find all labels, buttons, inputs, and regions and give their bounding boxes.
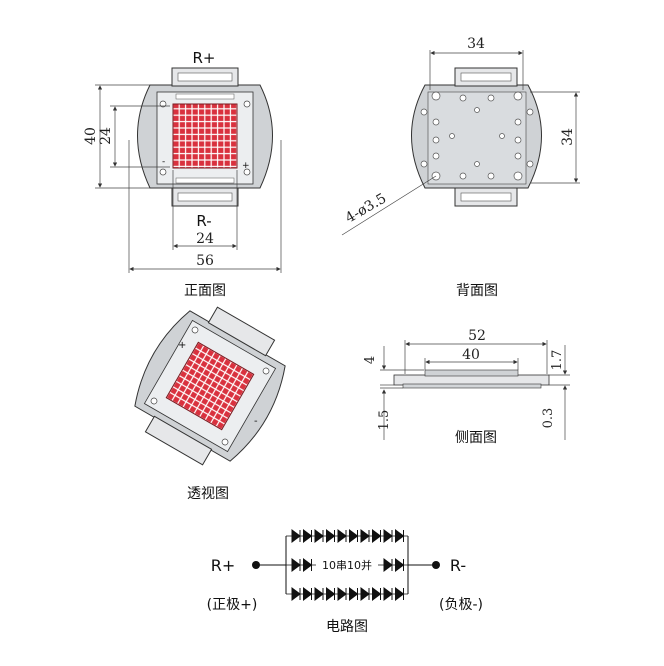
back-view-caption: 背面图 bbox=[456, 283, 498, 299]
perspective-led-array bbox=[165, 341, 255, 431]
diode-icon bbox=[360, 529, 370, 543]
front-bottom-label: R- bbox=[196, 212, 211, 230]
circuit-right-label: R- bbox=[450, 556, 466, 575]
side-dim-right-bottom: 0.3 bbox=[541, 408, 556, 429]
perspective-view-caption: 透视图 bbox=[187, 486, 229, 502]
diode-icon bbox=[314, 587, 324, 601]
front-dim-height-outer: 40 bbox=[83, 127, 99, 145]
circuit-caption: 电路图 bbox=[326, 619, 368, 635]
diode-icon bbox=[372, 529, 382, 543]
diode-icon bbox=[326, 529, 336, 543]
diode-icon bbox=[337, 587, 347, 601]
front-plus-mark: + bbox=[242, 161, 250, 171]
diode-icon bbox=[383, 587, 393, 601]
side-dim-right-top: 1.7 bbox=[550, 350, 565, 371]
circuit-left-sub: (正极+) bbox=[207, 597, 258, 613]
diode-icon bbox=[395, 558, 405, 572]
circuit-left-label: R+ bbox=[211, 556, 236, 575]
perspective-view bbox=[134, 306, 286, 466]
diode-icon bbox=[360, 587, 370, 601]
front-top-label: R+ bbox=[193, 49, 216, 67]
back-dim-height: 34 bbox=[560, 128, 576, 146]
side-dim-base: 1.5 bbox=[377, 410, 392, 431]
side-view-caption: 侧面图 bbox=[455, 430, 497, 446]
front-dim-width-inner: 24 bbox=[196, 231, 214, 247]
diode-icon bbox=[314, 529, 324, 543]
front-view: - + R+ R- 40 24 24 56 正面图 bbox=[83, 49, 282, 299]
diode-icon bbox=[349, 587, 359, 601]
diode-icon bbox=[372, 587, 382, 601]
back-view: 34 34 4-ø3.5 背面图 bbox=[341, 36, 580, 299]
back-hole-note: 4-ø3.5 bbox=[343, 191, 389, 227]
diode-icon bbox=[303, 529, 313, 543]
front-dim-width-outer: 56 bbox=[196, 253, 214, 269]
diode-icon bbox=[395, 529, 405, 543]
circuit-right-sub: (负极-) bbox=[439, 597, 483, 613]
side-dim-outer-width: 52 bbox=[468, 328, 486, 344]
diode-icon bbox=[326, 587, 336, 601]
diode-icon bbox=[291, 558, 301, 572]
side-dim-height: 4 bbox=[363, 356, 378, 364]
perspective-plus-mark: + bbox=[178, 340, 186, 351]
diode-icon bbox=[291, 529, 301, 543]
diode-icon bbox=[395, 587, 405, 601]
front-led-array bbox=[172, 103, 238, 169]
front-view-caption: 正面图 bbox=[184, 283, 226, 299]
diode-array bbox=[291, 529, 405, 601]
diode-icon bbox=[291, 587, 301, 601]
diode-icon bbox=[349, 529, 359, 543]
diode-icon bbox=[303, 558, 313, 572]
back-dim-width: 34 bbox=[467, 36, 485, 52]
diode-icon bbox=[303, 587, 313, 601]
side-body bbox=[393, 374, 550, 386]
side-dim-inner-width: 40 bbox=[462, 347, 480, 363]
diode-icon bbox=[337, 529, 347, 543]
diode-icon bbox=[383, 558, 393, 572]
front-minus-mark: - bbox=[162, 157, 165, 167]
diode-icon bbox=[383, 529, 393, 543]
circuit-diagram: R+ R- 10串10并 (正极+) (负极-) 电路图 bbox=[207, 529, 483, 635]
front-dim-height-inner: 24 bbox=[98, 127, 114, 145]
perspective-minus-mark: - bbox=[254, 416, 258, 427]
side-view: 52 40 4 1.5 1.7 0.3 侧面图 bbox=[363, 328, 570, 446]
circuit-center-text: 10串10并 bbox=[322, 558, 372, 572]
back-holes bbox=[420, 91, 534, 181]
